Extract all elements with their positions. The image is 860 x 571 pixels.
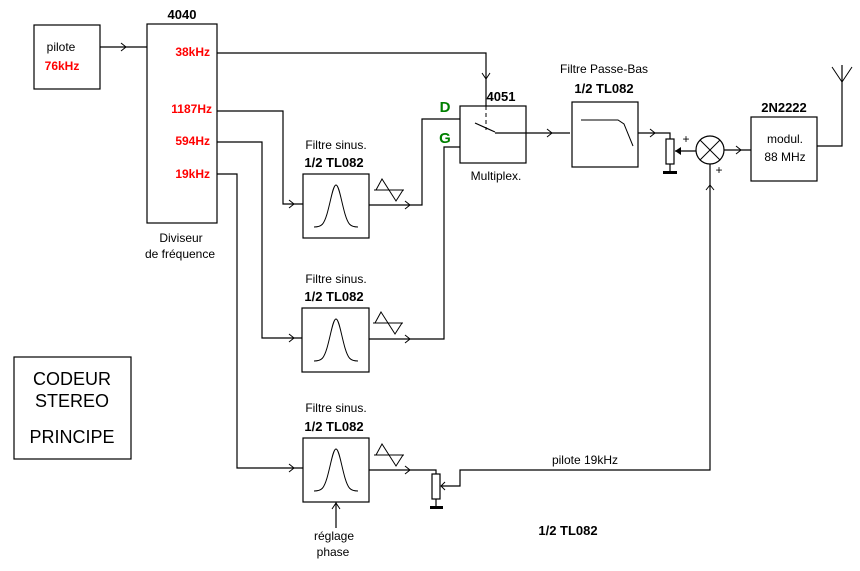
modulator-line2: 88 MHz — [764, 150, 805, 164]
arrow-icon — [288, 199, 295, 209]
modulator-chip: 2N2222 — [761, 100, 807, 115]
arrow-icon — [288, 463, 295, 473]
pilot-label: pilote — [47, 40, 76, 54]
sine-wave-icon — [373, 443, 405, 467]
sine-wave-icon — [372, 311, 404, 335]
arrow-icon — [404, 200, 411, 210]
arrow-icon — [404, 465, 411, 475]
divider-caption-1: Diviseur — [159, 231, 202, 245]
divider-caption-2: de fréquence — [145, 247, 215, 261]
divider-out-38khz: 38kHz — [175, 45, 210, 59]
arrow-icon — [331, 502, 341, 510]
wire-pilot-to-divider — [100, 42, 147, 52]
title-line3: PRINCIPE — [29, 427, 114, 447]
arrow-icon — [440, 481, 446, 491]
lowpass-chip: 1/2 TL082 — [574, 81, 633, 96]
wire-594hz — [217, 141, 302, 343]
phase-adjust-line2: phase — [317, 545, 350, 559]
modulator-block: 2N2222 modul. 88 MHz — [750, 65, 853, 182]
mixer: + + — [682, 132, 751, 177]
arrow-icon — [649, 128, 656, 138]
sine-filter-3: Filtre sinus. 1/2 TL082 réglage phase — [302, 401, 437, 559]
pilot-frequency: 76kHz — [45, 59, 80, 73]
filter2-chip: 1/2 TL082 — [304, 289, 363, 304]
divider-chip: 4040 — [168, 7, 197, 22]
channel-left-label: G — [439, 130, 451, 147]
mixer-plus-top: + — [682, 132, 689, 146]
modulator-line1: modul. — [767, 132, 803, 146]
arrow-icon — [546, 128, 553, 138]
level-potentiometer — [663, 138, 696, 174]
mux-caption: Multiplex. — [471, 169, 522, 183]
filter3-chip: 1/2 TL082 — [304, 419, 363, 434]
arrow-icon — [404, 334, 411, 344]
arrow-icon — [120, 42, 127, 52]
divider-block: 4040 38kHz 1187Hz 594Hz 19kHz Diviseur d… — [145, 7, 218, 261]
divider-out-1187hz: 1187Hz — [171, 102, 212, 116]
sine-filter-2: Filtre sinus. 1/2 TL082 — [301, 146, 473, 373]
filter1-label: Filtre sinus. — [305, 138, 366, 152]
arrow-icon — [481, 72, 491, 80]
lowpass-label: Filtre Passe-Bas — [560, 62, 648, 76]
lowpass-filter-block: Filtre Passe-Bas 1/2 TL082 — [560, 62, 671, 168]
pilot-oscillator-block: pilote 76kHz — [33, 24, 101, 90]
filter2-label: Filtre sinus. — [305, 272, 366, 286]
channel-right-label: D — [440, 99, 451, 116]
antenna-icon — [831, 66, 853, 83]
pilot-19khz-label: pilote 19kHz — [552, 453, 618, 467]
sine-wave-icon — [373, 178, 405, 202]
wire-1187hz — [217, 110, 303, 209]
filter1-chip: 1/2 TL082 — [304, 155, 363, 170]
mux-chip: 4051 — [487, 89, 516, 104]
filter3-label: Filtre sinus. — [305, 401, 366, 415]
title-box: CODEUR STEREO PRINCIPE — [13, 356, 132, 460]
pilot-level-potentiometer: pilote 19kHz — [430, 164, 715, 509]
multiplexer-block: 4051 D G Multiplex. — [439, 89, 570, 183]
sine-filter-1: Filtre sinus. 1/2 TL082 — [302, 118, 473, 239]
arrow-icon — [705, 184, 715, 191]
phase-adjust-line1: réglage — [314, 529, 354, 543]
divider-out-594hz: 594Hz — [175, 134, 210, 148]
lowpass-curve-icon — [581, 119, 634, 147]
title-line1: CODEUR — [33, 369, 111, 389]
bottom-note: 1/2 TL082 — [538, 523, 597, 538]
arrow-icon — [288, 333, 295, 343]
arrow-icon — [735, 145, 742, 155]
mixer-plus-bottom: + — [715, 163, 722, 177]
wire-19khz — [217, 173, 303, 473]
divider-out-19khz: 19kHz — [175, 167, 210, 181]
title-line2: STEREO — [35, 391, 109, 411]
